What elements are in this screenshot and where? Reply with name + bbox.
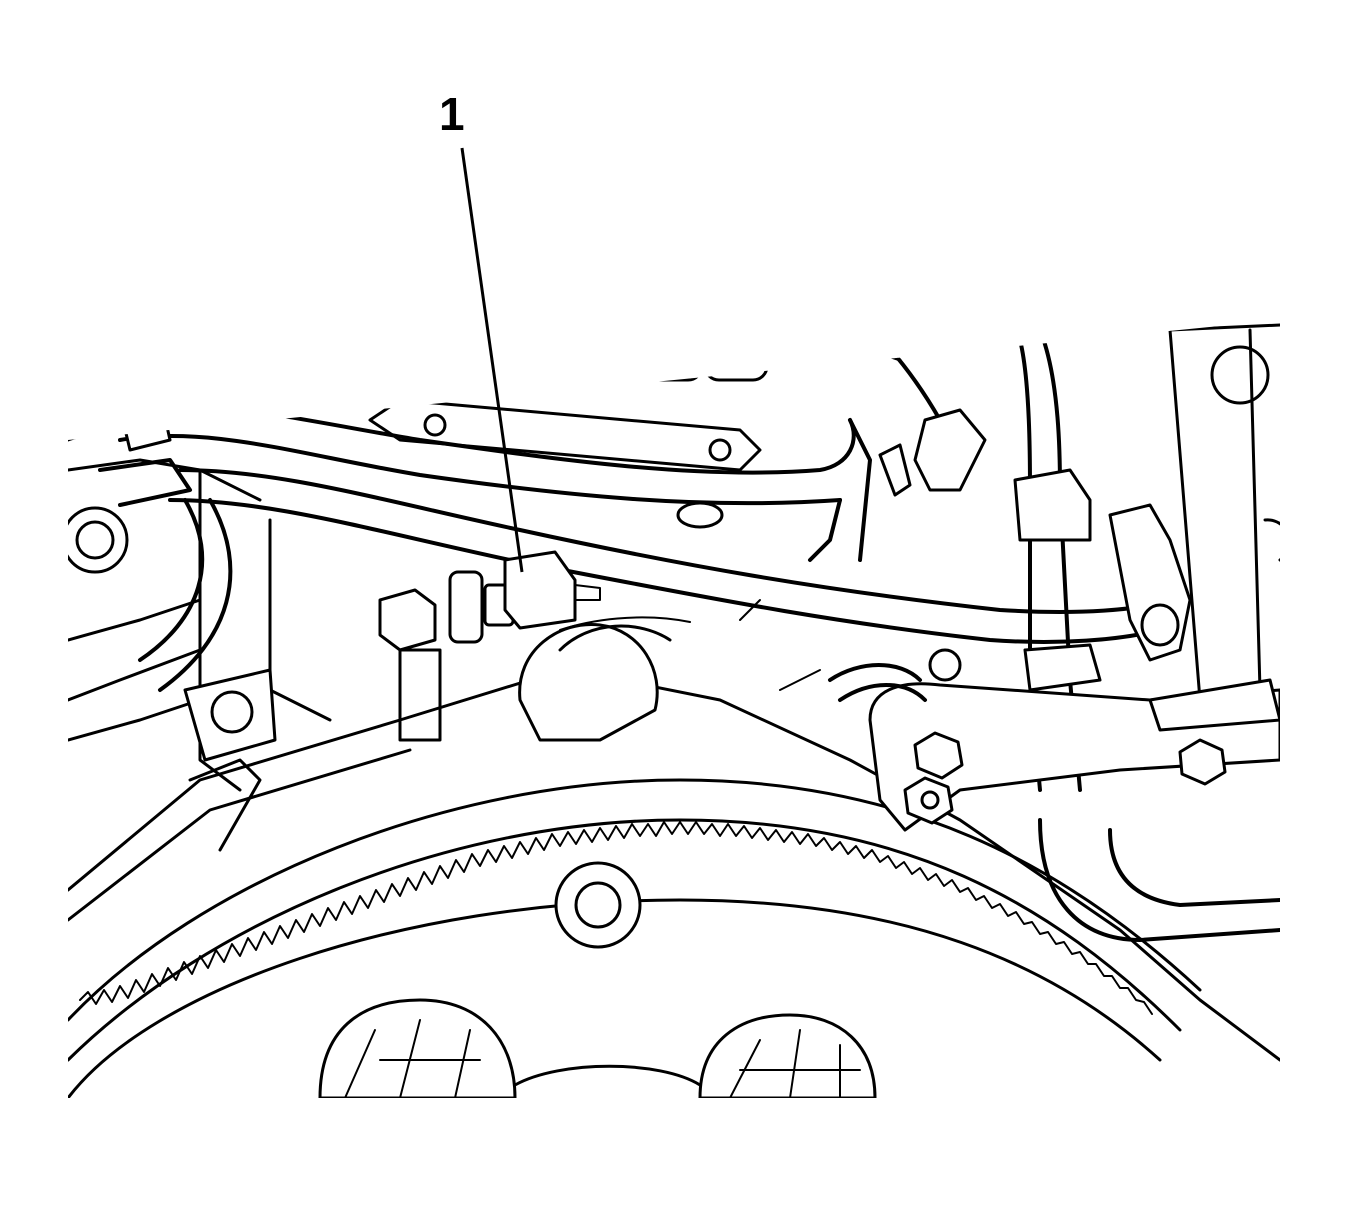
harness-connector-right	[1108, 503, 1192, 662]
illustration-body	[68, 320, 1280, 1098]
flywheel-ring-gear	[68, 778, 1202, 1062]
callout-label-1: 1	[439, 88, 465, 140]
callout-leader-line-1	[460, 147, 524, 573]
detail-hoses	[739, 599, 962, 702]
sensor-connector	[378, 550, 691, 742]
mounting-bracket	[868, 678, 1280, 832]
flywheel-housing	[68, 622, 1280, 1062]
fuel-lines	[118, 403, 1172, 644]
callout-1: 1	[439, 88, 524, 573]
flywheel-face	[68, 861, 1162, 1098]
left-side-components	[68, 393, 277, 762]
vacuum-connector	[778, 320, 987, 497]
ignition-coils	[370, 320, 769, 382]
